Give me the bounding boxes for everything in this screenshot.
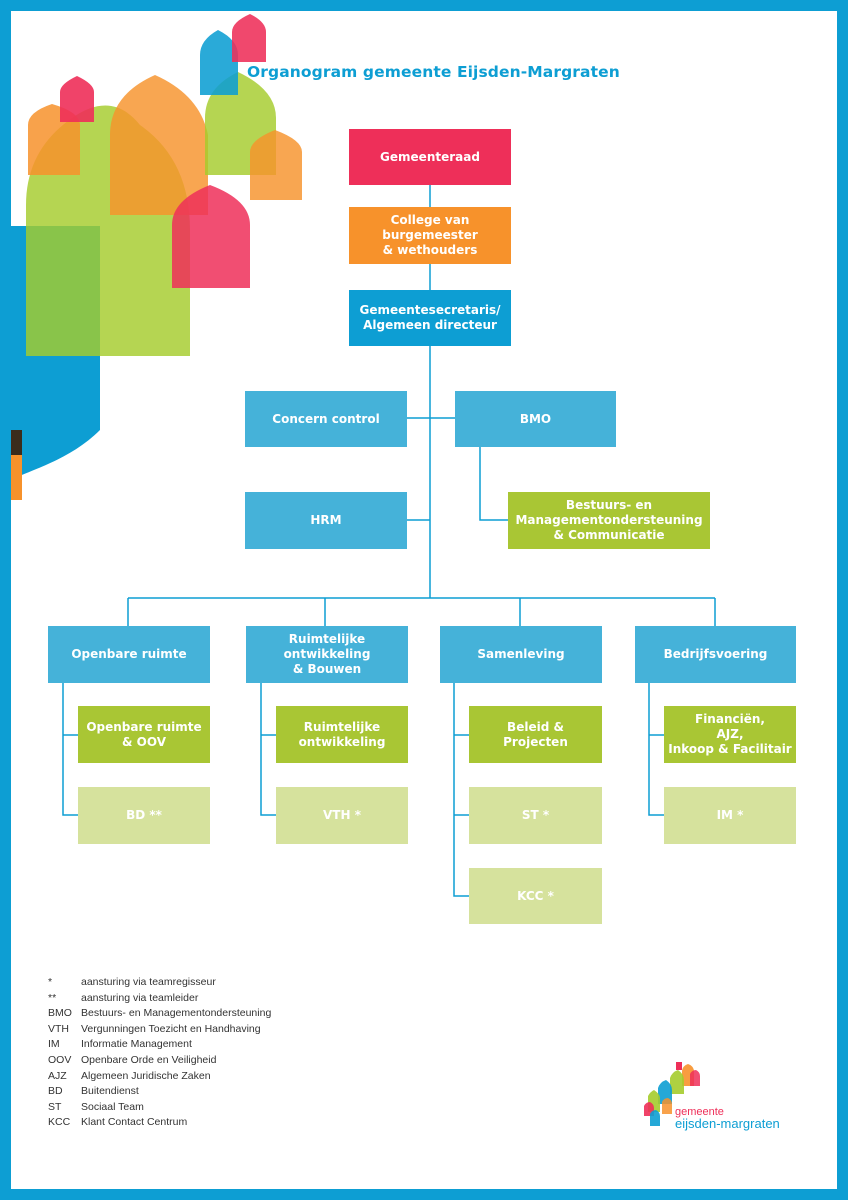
legend-row: KCC Klant Contact Centrum — [48, 1115, 271, 1131]
legend-text: Sociaal Team — [81, 1100, 144, 1113]
page-title: Organogram gemeente Eijsden-Margraten — [247, 63, 620, 81]
financien-box: Financiën, AJZ, Inkoop & Facilitair — [664, 706, 796, 763]
ruimtelijke-ontwikkeling-box: Ruimtelijke ontwikkeling — [276, 706, 408, 763]
legend-text: Klant Contact Centrum — [81, 1116, 188, 1129]
ruimtelijke-bouwen-box: Ruimtelijke ontwikkeling & Bouwen — [246, 626, 408, 683]
legend-row: OOV Openbare Orde en Veiligheid — [48, 1053, 271, 1069]
legend-abbr: * — [48, 976, 53, 988]
hrm-box: HRM — [245, 492, 407, 549]
openbare-ruimte-oov-box: Openbare ruimte & OOV — [78, 706, 210, 763]
gemeente-logo-icon — [644, 1062, 700, 1126]
legend-row: AJZ Algemeen Juridische Zaken — [48, 1069, 271, 1085]
legend-text: Openbare Orde en Veiligheid — [81, 1053, 217, 1066]
legend-row: IM Informatie Management — [48, 1037, 271, 1053]
legend-abbr: OOV — [48, 1053, 72, 1066]
legend-text: Informatie Management — [81, 1038, 192, 1051]
st-box: ST * — [469, 787, 602, 844]
legend-abbr: BMO — [48, 1007, 72, 1020]
legend-abbr: VTH — [48, 1022, 69, 1035]
legend-text: aansturing via teamregisseur — [81, 976, 216, 988]
gemeentesecretaris-box: Gemeentesecretaris/ Algemeen directeur — [349, 290, 511, 346]
legend-text: Buitendienst — [81, 1085, 139, 1098]
vth-box: VTH * — [276, 787, 408, 844]
bmo-team-box: Bestuurs- en Managementondersteuning & C… — [508, 492, 710, 549]
bmo-box: BMO — [455, 391, 616, 447]
legend-abbr: KCC — [48, 1116, 71, 1129]
kcc-box: KCC * — [469, 868, 602, 924]
legend-row: BD Buitendienst — [48, 1084, 271, 1100]
legend-row: ST Sociaal Team — [48, 1100, 271, 1116]
legend-text: aansturing via teamleider — [81, 991, 199, 1004]
legend-row: ** aansturing via teamleider — [48, 991, 271, 1007]
legend-abbr: IM — [48, 1038, 60, 1051]
logo-text-gemeente: gemeente — [675, 1106, 724, 1118]
legend-text: Algemeen Juridische Zaken — [81, 1069, 211, 1082]
samenleving-box: Samenleving — [440, 626, 602, 683]
legend-row: * aansturing via teamregisseur — [48, 975, 271, 991]
logo-text-name: eijsden-margraten — [675, 1116, 780, 1131]
concern-control-box: Concern control — [245, 391, 407, 447]
legend-text: Bestuurs- en Managementondersteuning — [81, 1007, 272, 1020]
college-box: College van burgemeester & wethouders — [349, 207, 511, 264]
legend-abbr: ** — [48, 991, 57, 1004]
legend-abbr: BD — [48, 1085, 63, 1098]
legend-row: BMO Bestuurs- en Managementondersteuning — [48, 1006, 271, 1022]
decorative-houses-graphic — [11, 14, 302, 500]
legend: * aansturing via teamregisseur ** aansturi… — [48, 975, 271, 1131]
bd-box: BD ** — [78, 787, 210, 844]
gemeenteraad-box: Gemeenteraad — [349, 129, 511, 185]
legend-abbr: AJZ — [48, 1069, 67, 1082]
beleid-projecten-box: Beleid & Projecten — [469, 706, 602, 763]
legend-row: VTH Vergunningen Toezicht en Handhaving — [48, 1022, 271, 1038]
im-box: IM * — [664, 787, 796, 844]
legend-text: Vergunningen Toezicht en Handhaving — [81, 1022, 261, 1035]
bedrijfsvoering-box: Bedrijfsvoering — [635, 626, 796, 683]
openbare-ruimte-box: Openbare ruimte — [48, 626, 210, 683]
legend-abbr: ST — [48, 1100, 62, 1113]
